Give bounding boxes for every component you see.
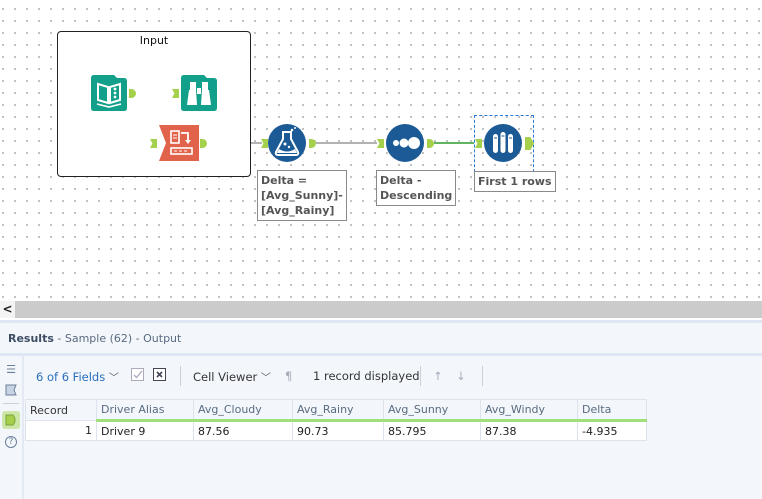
column-header[interactable]: Avg_Cloudy <box>193 399 293 422</box>
output-anchor[interactable] <box>200 139 207 148</box>
results-table: Record Driver Alias Avg_Cloudy Avg_Rainy… <box>25 399 647 441</box>
metadata-icon[interactable] <box>5 384 17 396</box>
column-header[interactable]: Avg_Sunny <box>383 399 481 422</box>
annotation-line: [Avg_Sunny]- <box>261 189 343 202</box>
table-cell[interactable]: -4.935 <box>577 420 647 441</box>
formula-tool[interactable] <box>268 124 306 162</box>
table-cell[interactable]: Driver 9 <box>96 420 194 441</box>
uncheck-all-icon[interactable] <box>153 368 166 384</box>
annotation-line: [Avg_Rainy] <box>261 204 335 217</box>
column-header[interactable]: Driver Alias <box>96 399 194 422</box>
column-header[interactable]: Delta <box>577 399 647 422</box>
chevron-down-icon: ﹀ <box>108 373 119 384</box>
output-anchor[interactable] <box>525 137 534 150</box>
horizontal-scrollbar[interactable]: < <box>0 301 762 318</box>
annotation-line: Descending <box>380 189 453 202</box>
test-tubes-icon <box>484 124 522 162</box>
results-title: Results <box>8 332 54 345</box>
cell-viewer-label: Cell Viewer <box>193 370 258 384</box>
select-tool[interactable] <box>159 124 199 162</box>
annotation-line: Delta = <box>261 174 308 187</box>
output-anchor[interactable] <box>129 89 136 98</box>
formula-annotation: Delta = [Avg_Sunny]- [Avg_Rainy] <box>257 170 347 221</box>
dots-icon <box>386 124 424 162</box>
sort-annotation: Delta - Descending <box>376 170 457 206</box>
table-cell[interactable]: 90.73 <box>292 420 384 441</box>
results-subtitle: - Sample (62) - Output <box>53 332 182 345</box>
sample-annotation: First 1 rows <box>474 171 556 192</box>
toolbar-separator <box>180 366 181 386</box>
column-header-record[interactable]: Record <box>25 399 97 421</box>
toolbar-separator <box>420 366 421 386</box>
input-anchor[interactable] <box>150 139 157 148</box>
table-cell[interactable]: 87.38 <box>480 420 578 441</box>
fields-label: 6 of 6 Fields <box>36 370 106 384</box>
workflow-canvas[interactable]: Input <box>0 0 762 300</box>
input-anchor[interactable] <box>261 139 268 148</box>
results-panel: Results - Sample (62) - Output ☰ ? 6 of … <box>0 320 762 499</box>
divider <box>3 403 19 404</box>
flask-icon <box>268 124 306 162</box>
browse-tool[interactable] <box>180 74 218 112</box>
sort-tool[interactable] <box>386 124 424 162</box>
check-all-icon[interactable] <box>131 368 144 384</box>
results-header: Results - Sample (62) - Output <box>0 320 762 356</box>
toolbar-separator <box>482 366 483 386</box>
record-count: 1 record displayed <box>313 369 420 383</box>
cell-viewer-dropdown[interactable]: Cell Viewer ﹀ <box>193 369 271 384</box>
anchor-icon <box>5 414 16 426</box>
table-cell[interactable]: 1 <box>25 420 97 441</box>
sample-tool[interactable] <box>484 124 522 162</box>
arrow-up-icon[interactable]: ↑ <box>433 369 443 383</box>
scroll-left-button[interactable]: < <box>0 301 15 318</box>
output-anchor[interactable] <box>427 139 434 148</box>
help-icon[interactable]: ? <box>5 436 17 448</box>
input-anchor[interactable] <box>377 139 384 148</box>
annotation-line: Delta - <box>380 174 422 187</box>
select-records-icon <box>159 125 199 161</box>
data-view-button[interactable] <box>2 411 20 429</box>
results-main: 6 of 6 Fields ﹀ Cell Viewer ﹀ ¶ 1 record… <box>24 356 762 499</box>
binoculars-icon <box>181 75 217 111</box>
input-anchor[interactable] <box>172 89 179 98</box>
column-header[interactable]: Avg_Rainy <box>292 399 384 422</box>
input-container[interactable]: Input <box>57 31 251 177</box>
input-data-tool[interactable] <box>90 74 128 112</box>
arrow-down-icon[interactable]: ↓ <box>456 369 466 383</box>
book-icon <box>91 75 127 111</box>
column-header[interactable]: Avg_Windy <box>480 399 578 422</box>
input-anchor[interactable] <box>475 139 482 148</box>
table-cell[interactable]: 85.795 <box>383 420 481 441</box>
results-sidebar: ☰ ? <box>0 356 24 499</box>
results-toolbar: 6 of 6 Fields ﹀ Cell Viewer ﹀ ¶ 1 record… <box>24 356 762 394</box>
header-row: Record Driver Alias Avg_Cloudy Avg_Rainy… <box>25 399 647 422</box>
table-cell[interactable]: 87.56 <box>193 420 293 441</box>
table-row[interactable]: 1 Driver 9 87.56 90.73 85.795 87.38 -4.9… <box>25 420 647 441</box>
output-anchor[interactable] <box>309 139 316 148</box>
pilcrow-icon[interactable]: ¶ <box>285 369 293 383</box>
chevron-down-icon: ﹀ <box>260 373 271 384</box>
container-title: Input <box>139 34 169 47</box>
list-icon[interactable]: ☰ <box>6 363 16 376</box>
fields-dropdown[interactable]: 6 of 6 Fields ﹀ <box>36 369 119 384</box>
